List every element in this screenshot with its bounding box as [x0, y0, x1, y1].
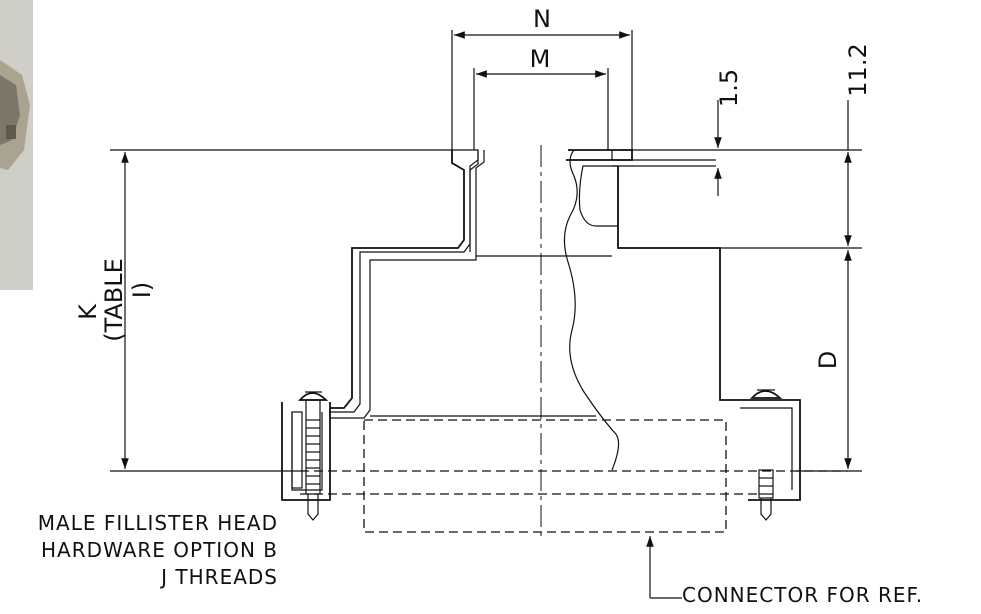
dimension-d-label: D [814, 351, 842, 369]
hardware-note: MALE FILLISTER HEAD HARDWARE OPTION B J … [38, 511, 278, 589]
dimension-1-5: 1.5 [714, 69, 743, 196]
dimension-n-label: N [533, 5, 551, 33]
dimension-1-5-label: 1.5 [715, 69, 743, 107]
connector-ref-label: CONNECTOR FOR REF. [682, 583, 923, 607]
hardware-note-line-1: MALE FILLISTER HEAD [38, 511, 278, 535]
dimension-11-2: 11.2 [620, 43, 872, 249]
hardware-note-line-2: HARDWARE OPTION B [41, 538, 278, 562]
dimension-k-table: (TABLE [100, 258, 128, 342]
dimension-k-label: K [74, 303, 102, 320]
product-photo [0, 0, 33, 290]
connector-body-section [329, 149, 740, 471]
dimension-11-2-label: 11.2 [844, 43, 872, 96]
right-fillister-screw [740, 389, 801, 521]
mating-connector-dashed [300, 419, 848, 533]
dimension-d: D [796, 250, 862, 472]
hardware-note-line-3: J THREADS [159, 565, 278, 589]
left-screw-threads [306, 419, 320, 485]
connector-ref-leader: CONNECTOR FOR REF. [646, 536, 923, 607]
dimension-n: N [451, 5, 633, 150]
dimension-k: K (TABLE I) [74, 149, 452, 472]
dimension-k-table-ref: I) [128, 282, 156, 298]
dimension-m-label: M [530, 45, 551, 73]
left-fillister-screw [281, 391, 331, 521]
dimension-m: M [473, 45, 609, 150]
